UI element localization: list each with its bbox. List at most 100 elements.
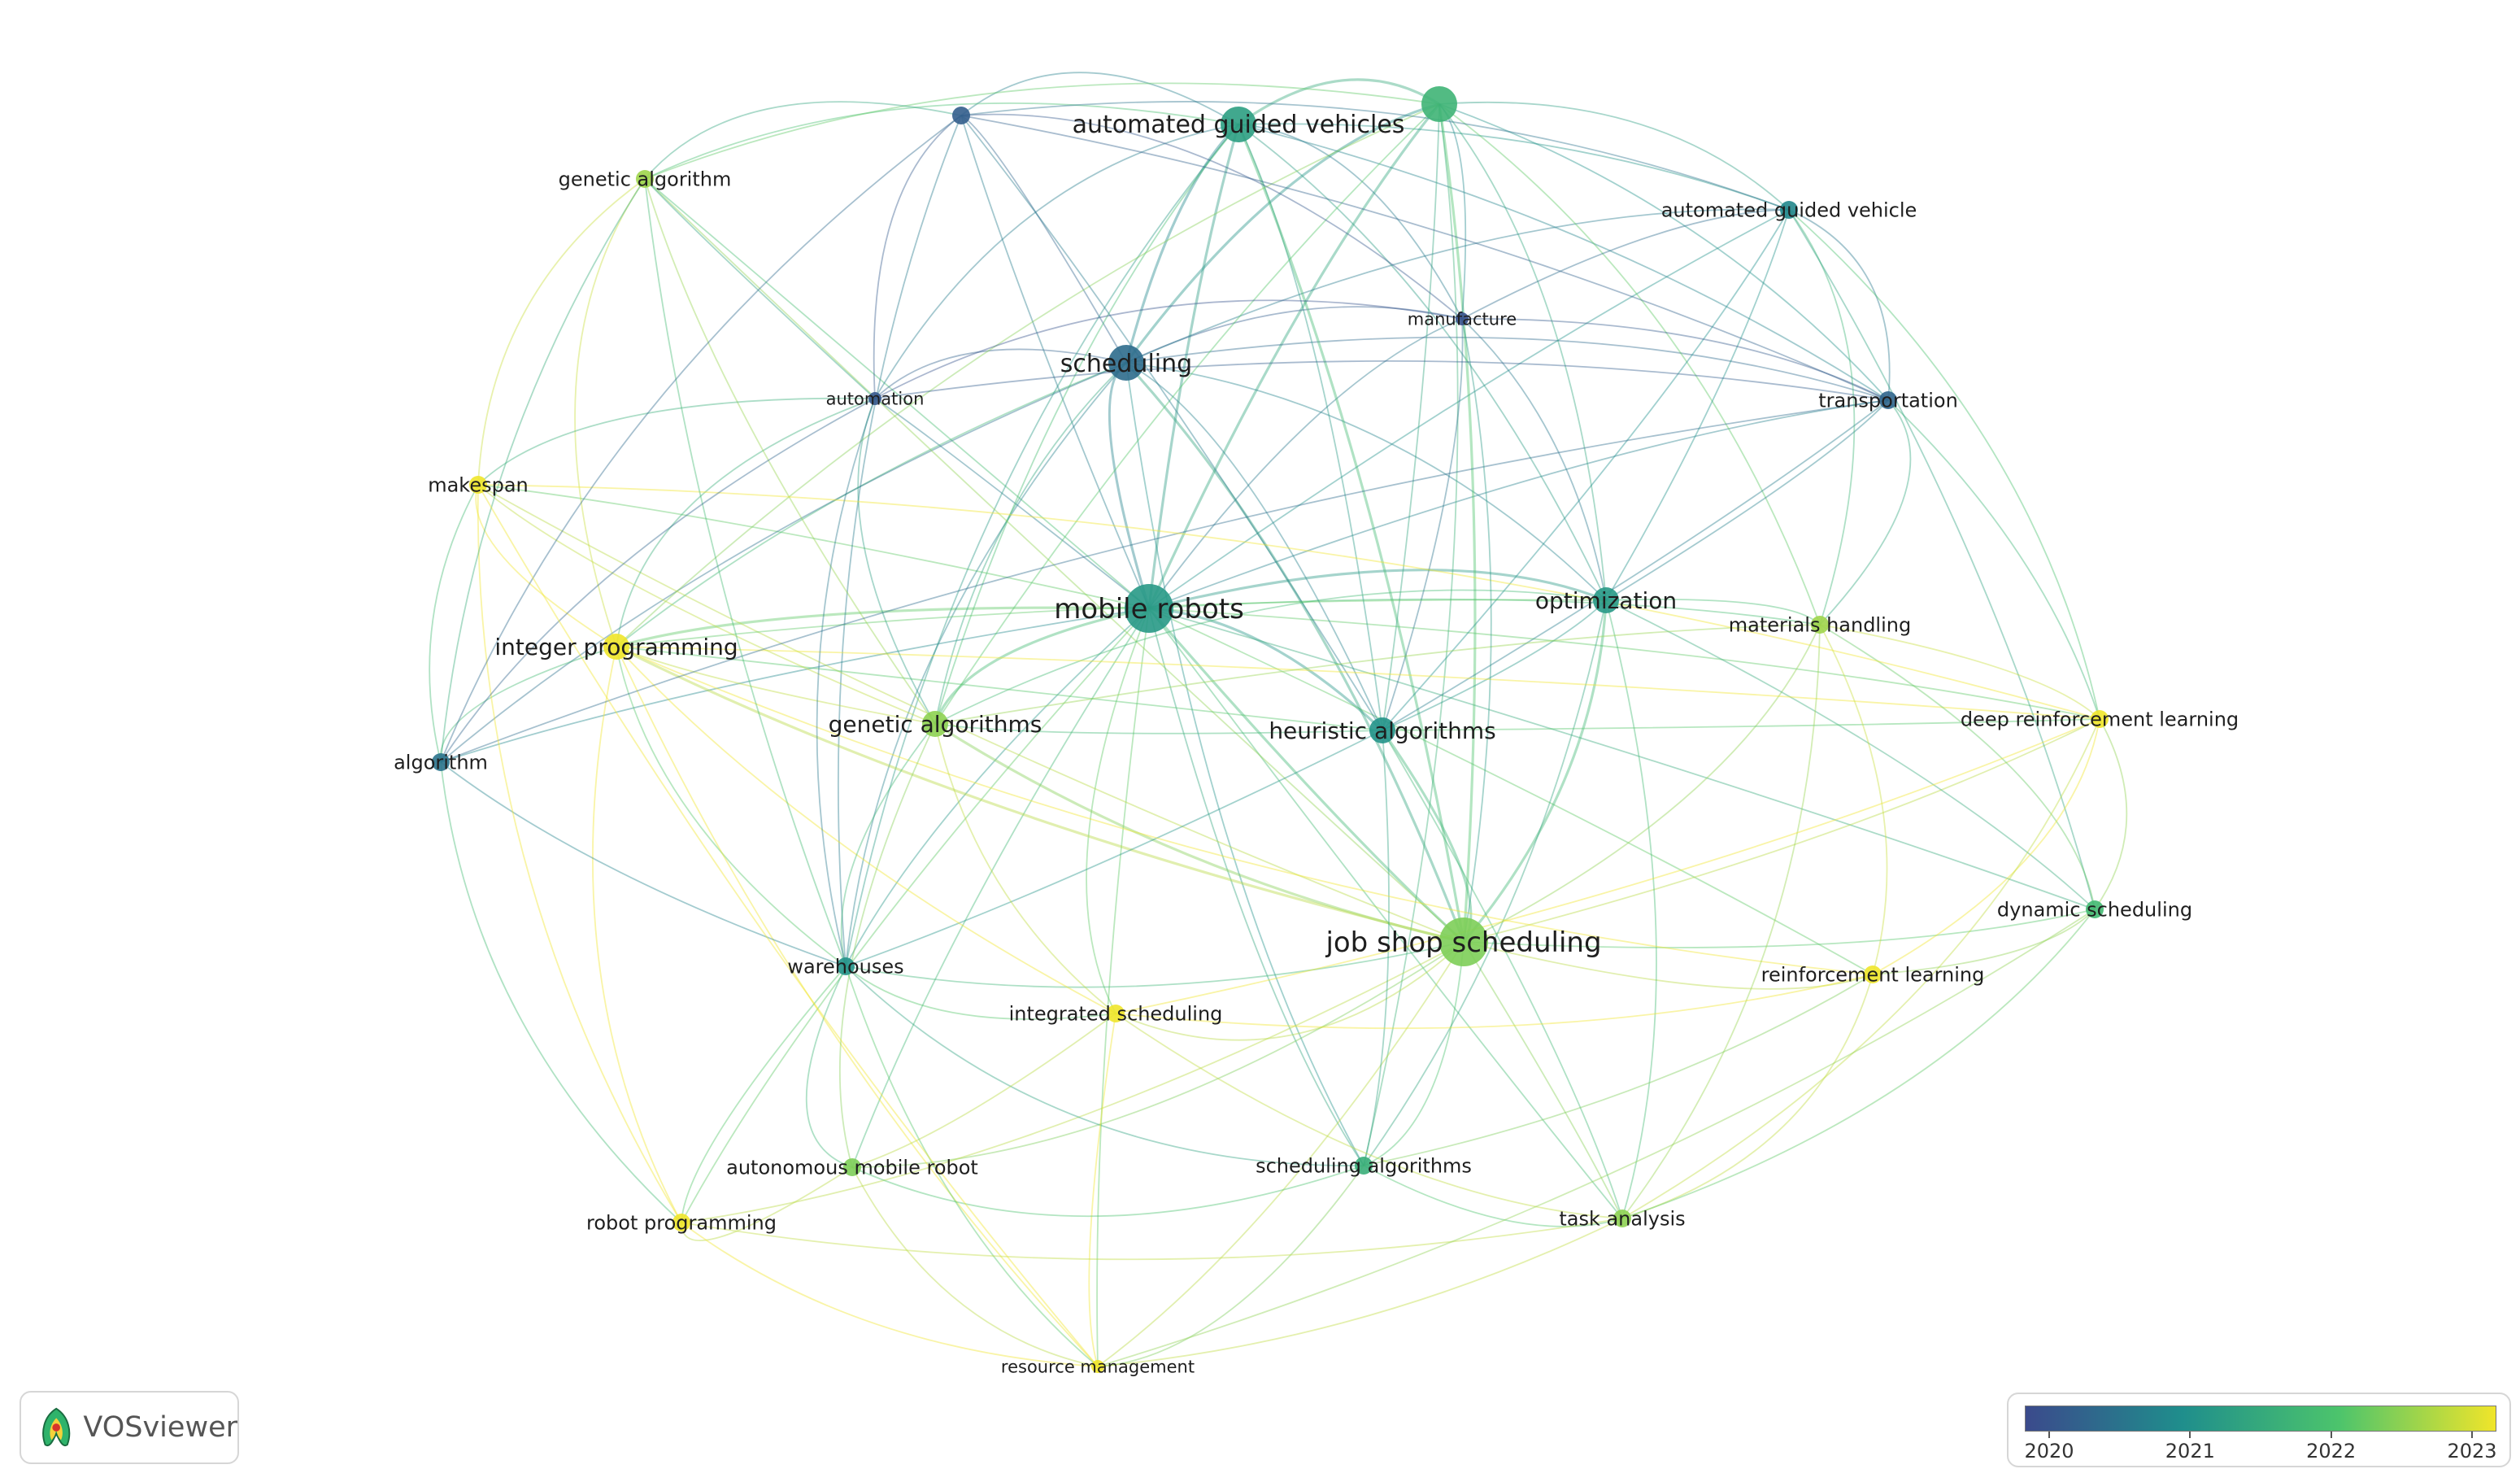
node-robot-programming[interactable] [672, 1214, 690, 1231]
node-dynamic-scheduling[interactable] [2086, 900, 2104, 918]
link-mobile-robots--scheduling [1108, 361, 1151, 609]
link-mobile-robots--robot-programming [681, 608, 1150, 1223]
node-automated-guided-vehicle[interactable] [1780, 201, 1798, 219]
link-algorithm--automation [440, 398, 876, 763]
link-unlabeled-top--materials-handling [1438, 103, 1821, 625]
node-reinforcement-learning[interactable] [1864, 965, 1882, 983]
link-dynamic-scheduling--task-analysis [1621, 909, 2096, 1219]
node-label-manufacture: manufacture [1408, 310, 1517, 329]
link-reinforcement-learning--integrated-scheduling [1115, 974, 1874, 1030]
link-heuristic-algorithms--task-analysis [1382, 730, 1623, 1219]
node-label-scheduling: scheduling [1060, 350, 1192, 378]
node-integer-programming[interactable] [603, 634, 629, 660]
link-optimization--materials-handling [1605, 599, 1821, 625]
node-label-autonomous-mobile-robot: autonomous mobile robot [726, 1157, 978, 1179]
node-optimization[interactable] [1593, 587, 1619, 613]
link-heuristic-algorithms--manufacture [1382, 318, 1464, 731]
link-warehouses--resource-management [845, 965, 1099, 1367]
node-mobile-robots[interactable] [1125, 584, 1173, 633]
node-automated-guided-vehicles[interactable] [1221, 107, 1256, 142]
node-transportation[interactable] [1879, 391, 1897, 409]
link-deep-reinforcement-learning--makespan [477, 484, 2100, 720]
link-mobile-robots--warehouses [845, 608, 1150, 967]
node-autonomous-mobile-robot[interactable] [843, 1158, 861, 1176]
node-unlabeled-small[interactable] [952, 107, 970, 124]
link-job-shop-scheduling--integer-programming [616, 645, 1465, 944]
node-label-materials-handling: materials handling [1729, 614, 1911, 637]
link-integrated-scheduling--autonomous-mobile-robot [851, 1013, 1116, 1168]
node-unlabeled-top[interactable] [1421, 86, 1457, 122]
link-manufacture--job-shop-scheduling [1461, 318, 1492, 943]
link-deep-reinforcement-learning--dynamic-scheduling [2094, 718, 2128, 910]
node-task-analysis[interactable] [1613, 1210, 1631, 1227]
node-integrated-scheduling[interactable] [1107, 1005, 1125, 1022]
link-reinforcement-learning--dynamic-scheduling [1872, 909, 2096, 975]
node-manufacture[interactable] [1456, 312, 1469, 325]
link-job-shop-scheduling--autonomous-mobile-robot [851, 941, 1465, 1168]
link-scheduling--job-shop-scheduling [1125, 361, 1465, 943]
node-automation[interactable] [868, 392, 881, 405]
node-job-shop-scheduling[interactable] [1439, 918, 1488, 966]
vosviewer-logo-text: VOSviewer [83, 1411, 237, 1444]
link-unlabeled-small--automated-guided-vehicle [960, 101, 1790, 211]
link-unlabeled-top--transportation [1438, 103, 1889, 401]
link-optimization--dynamic-scheduling [1605, 599, 2096, 910]
link-scheduling--transportation [1125, 336, 1889, 401]
legend-tick-label: 2023 [2447, 1440, 2497, 1462]
link-unlabeled-small--heuristic-algorithms [960, 115, 1383, 731]
link-unlabeled-top--automated-guided-vehicle [1438, 101, 1790, 211]
node-scheduling[interactable] [1108, 345, 1144, 381]
link-mobile-robots--task-analysis [1148, 608, 1623, 1219]
node-genetic-algorithms[interactable] [922, 711, 948, 737]
link-integer-programming--warehouses [616, 646, 847, 967]
link-unlabeled-top--scheduling-algorithms [1363, 103, 1459, 1166]
link-job-shop-scheduling--scheduling-algorithms [1363, 941, 1465, 1166]
link-automated-guided-vehicles--genetic-algorithms [934, 124, 1239, 725]
link-integer-programming--optimization [616, 599, 1607, 647]
link-optimization--heuristic-algorithms [1382, 599, 1607, 731]
link-optimization--manufacture [1461, 318, 1607, 601]
node-label-resource-management: resource management [1001, 1358, 1195, 1377]
node-label-makespan: makespan [428, 474, 529, 497]
link-materials-handling--task-analysis [1621, 624, 1821, 1219]
link-unlabeled-top--optimization [1438, 103, 1607, 601]
link-unlabeled-small--transportation [960, 115, 1889, 401]
link-deep-reinforcement-learning--reinforcement-learning [1872, 718, 2100, 975]
node-makespan[interactable] [469, 476, 487, 494]
link-mobile-robots--automated-guided-vehicle [1148, 209, 1790, 609]
node-deep-reinforcement-learning[interactable] [2091, 710, 2109, 728]
link-warehouses--automation [816, 398, 876, 967]
link-deep-reinforcement-learning--integrated-scheduling [1115, 718, 2100, 1014]
link-genetic-algorithm--warehouses [644, 178, 847, 967]
link-mobile-robots--genetic-algorithm [644, 178, 1150, 609]
link-mobile-robots--automated-guided-vehicles [1147, 124, 1240, 609]
link-automated-guided-vehicles--warehouses [845, 124, 1239, 967]
link-automation--manufacture [874, 299, 1463, 399]
node-label-automated-guided-vehicle: automated guided vehicle [1661, 199, 1917, 222]
node-materials-handling[interactable] [1811, 616, 1829, 634]
node-scheduling-algorithms[interactable] [1355, 1157, 1373, 1175]
node-label-robot-programming: robot programming [586, 1212, 777, 1235]
node-resource-management[interactable] [1091, 1360, 1104, 1373]
link-heuristic-algorithms--automated-guided-vehicle [1382, 209, 1790, 731]
node-algorithm[interactable] [432, 753, 450, 771]
node-warehouses[interactable] [837, 957, 855, 975]
link-job-shop-scheduling--makespan [477, 484, 1465, 943]
link-scheduling--integer-programming [616, 362, 1127, 647]
link-genetic-algorithms--genetic-algorithm [644, 178, 936, 725]
link-heuristic-algorithms--scheduling-algorithms [1363, 730, 1390, 1166]
node-label-transportation: transportation [1818, 390, 1958, 412]
link-scheduling--optimization [1125, 362, 1607, 601]
node-label-reinforcement-learning: reinforcement learning [1761, 964, 1985, 987]
link-mobile-robots--autonomous-mobile-robot [851, 608, 1150, 1168]
link-deep-reinforcement-learning--task-analysis [1621, 718, 2100, 1219]
node-heuristic-algorithms[interactable] [1369, 717, 1395, 743]
node-genetic-algorithm[interactable] [636, 170, 654, 188]
link-algorithm--genetic-algorithm [440, 178, 646, 763]
link-mobile-robots--job-shop-scheduling [1147, 607, 1465, 944]
link-genetic-algorithm--automation [644, 178, 876, 399]
node-label-optimization: optimization [1535, 587, 1677, 614]
